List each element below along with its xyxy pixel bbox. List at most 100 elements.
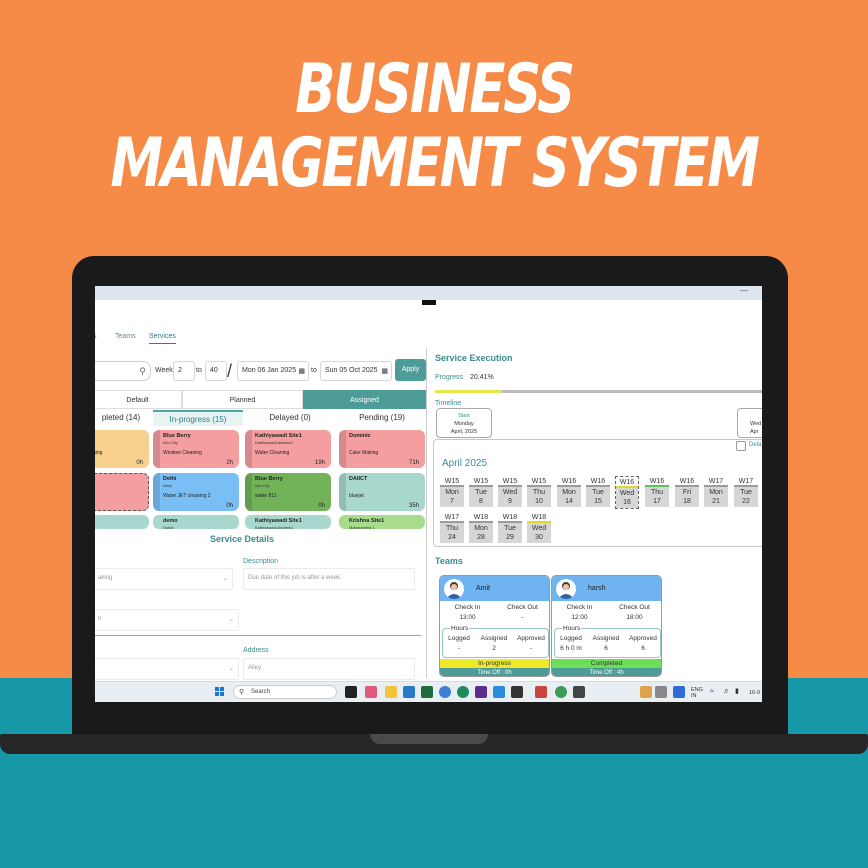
apply-button[interactable]: Apply [395, 359, 426, 381]
check-in-label: Check In [454, 604, 481, 611]
team-field[interactable]: n ⌄ [95, 609, 239, 631]
taskbar-search[interactable]: ⚲ Search [233, 685, 337, 699]
status-tab-count: (14) [125, 413, 141, 422]
browser-icon[interactable] [439, 686, 451, 698]
card-service: Water Cleaning [255, 450, 290, 456]
search-input[interactable]: ⚲ [95, 361, 151, 381]
app-icon[interactable] [511, 686, 523, 698]
tab-partial[interactable]: s [95, 333, 97, 340]
status-tab-completed[interactable]: pleted (14) [95, 410, 151, 426]
battery-icon[interactable]: ▮ [735, 688, 739, 695]
calendar-daynum: 10 [535, 498, 543, 505]
windows-start-icon[interactable] [215, 687, 225, 697]
pane-divider [426, 348, 427, 678]
status-tab-count: (15) [212, 415, 227, 424]
app-icon[interactable] [573, 686, 585, 698]
store-icon[interactable] [403, 686, 415, 698]
description-field[interactable]: Due date of this job is after a week. [243, 568, 415, 590]
status-tab-delayed[interactable]: Delayed (0) [245, 410, 335, 426]
teams-icon[interactable] [535, 686, 547, 698]
copilot-icon[interactable] [365, 686, 377, 698]
tab-teams[interactable]: Teams [115, 333, 136, 340]
hero-title-line-2: MANAGEMENT SYSTEM [110, 124, 760, 203]
tray-icon[interactable] [640, 686, 652, 698]
calendar-daynum: 21 [712, 498, 720, 505]
delay-checkbox[interactable] [736, 441, 746, 451]
time-off: Time Off : 4h [552, 668, 661, 676]
segment-planned[interactable]: Planned [182, 390, 303, 409]
calendar-week: W15 [527, 476, 551, 487]
service-card[interactable] [95, 515, 149, 529]
file-explorer-icon[interactable] [385, 686, 397, 698]
calendar-week: W16 [675, 476, 699, 487]
address-field[interactable]: Alley [243, 658, 415, 680]
laptop-base [0, 734, 868, 754]
calendar-daynum: 9 [508, 498, 512, 505]
app-icon[interactable] [421, 686, 433, 698]
service-field[interactable]: aking ⌄ [95, 568, 233, 590]
language-indicator[interactable]: ENG IN [691, 687, 703, 699]
calendar-dow: Mon [474, 525, 488, 532]
status-tab-label: pleted [101, 413, 124, 422]
card-name: Kathiyawadi Site1 [255, 518, 302, 524]
microphone-icon[interactable] [673, 686, 685, 698]
task-view-icon[interactable] [345, 686, 357, 698]
volume-icon[interactable]: ♬ [723, 688, 730, 695]
date-to-input[interactable]: Sun 05 Oct 2025 ▦ [320, 361, 392, 381]
week-from-input[interactable]: 2 [173, 361, 195, 381]
location-field[interactable]: ⌄ [95, 658, 239, 680]
status-tab-pending[interactable]: Pending (19) [337, 410, 427, 426]
service-card[interactable]: ning [95, 473, 149, 511]
tray-icon[interactable] [655, 686, 667, 698]
visual-studio-icon[interactable] [475, 686, 487, 698]
vscode-icon[interactable] [493, 686, 505, 698]
service-card[interactable]: eep Cleaning0h [95, 430, 149, 468]
status-tab-count: (0) [300, 413, 311, 422]
status-tab-in-progress[interactable]: In-progress (15) [153, 410, 243, 426]
timeline-start-day: Monday [454, 421, 474, 427]
date-from-input[interactable]: Mon 06 Jan 2025 ▦ [237, 361, 309, 381]
hours-label: Hours [562, 625, 582, 632]
minimize-icon[interactable]: — [740, 286, 748, 295]
edge-icon[interactable] [457, 686, 469, 698]
segment-default[interactable]: Default [95, 390, 182, 409]
calendar-week: W17 [440, 512, 464, 523]
segment-assigned[interactable]: Assigned [303, 390, 426, 409]
to-label: to [196, 367, 202, 374]
week-to-input[interactable]: 40 [205, 361, 227, 381]
chrome-icon[interactable] [555, 686, 567, 698]
tab-services[interactable]: Services [149, 333, 176, 344]
clock[interactable]: 16-0 [749, 690, 761, 696]
wifi-icon[interactable]: ≈ [710, 688, 714, 695]
calendar-daynum: 29 [506, 534, 514, 541]
